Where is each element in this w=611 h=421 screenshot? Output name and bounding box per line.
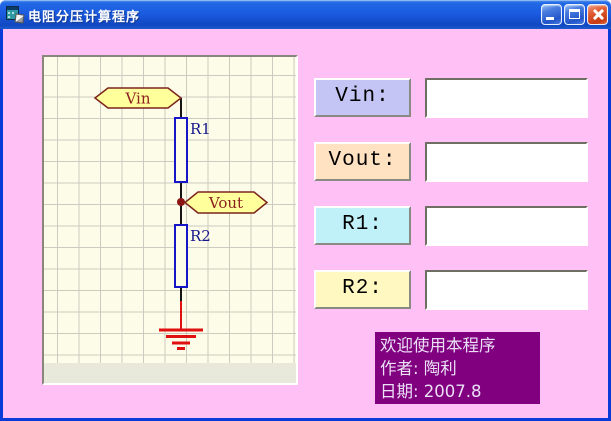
circuit-schematic: Vin Vout R1 R2 [93,87,269,350]
vin-input[interactable] [425,78,588,118]
vout-tag [183,191,269,214]
titlebar[interactable]: 电阻分压计算程序 [0,0,611,29]
info-box: 欢迎使用本程序 作者: 陶利 日期: 2007.8 [375,332,540,404]
r1-input[interactable] [425,206,588,246]
circuit-panel: Vin Vout R1 R2 [42,55,298,385]
vout-label[interactable]: Vout: [314,142,411,181]
info-line-date: 日期: 2007.8 [380,382,482,401]
window-title: 电阻分压计算程序 [28,10,141,25]
minimize-button[interactable] [541,4,562,25]
resistor-r1 [174,117,188,183]
schematic-grid: Vin Vout R1 R2 [44,57,296,363]
ground-icon [159,328,203,350]
app-icon[interactable] [6,6,25,24]
maximize-icon [569,9,580,19]
vin-tag-label: Vin [124,90,150,108]
resistor-r2 [174,224,188,288]
maximize-button[interactable] [564,4,585,25]
close-button[interactable] [587,4,608,25]
r1-label[interactable]: R1: [314,206,411,245]
vin-label[interactable]: Vin: [314,78,411,117]
info-line-author: 作者: 陶利 [380,359,457,378]
panel-bottom-strip [44,363,296,383]
r2-input[interactable] [425,270,588,310]
r2-designator: R2 [190,227,211,245]
minimize-icon [546,17,554,20]
info-line-welcome: 欢迎使用本程序 [380,336,496,355]
r1-designator: R1 [190,120,211,138]
client-area: Vin Vout R1 R2 Vin: Vout: R1: R2: 欢迎使用本程… [3,29,608,418]
vout-input[interactable] [425,142,588,182]
junction-dot [177,198,185,206]
vin-tag [93,87,183,109]
vout-tag-label: Vout [208,194,243,212]
r2-label[interactable]: R2: [314,270,411,309]
